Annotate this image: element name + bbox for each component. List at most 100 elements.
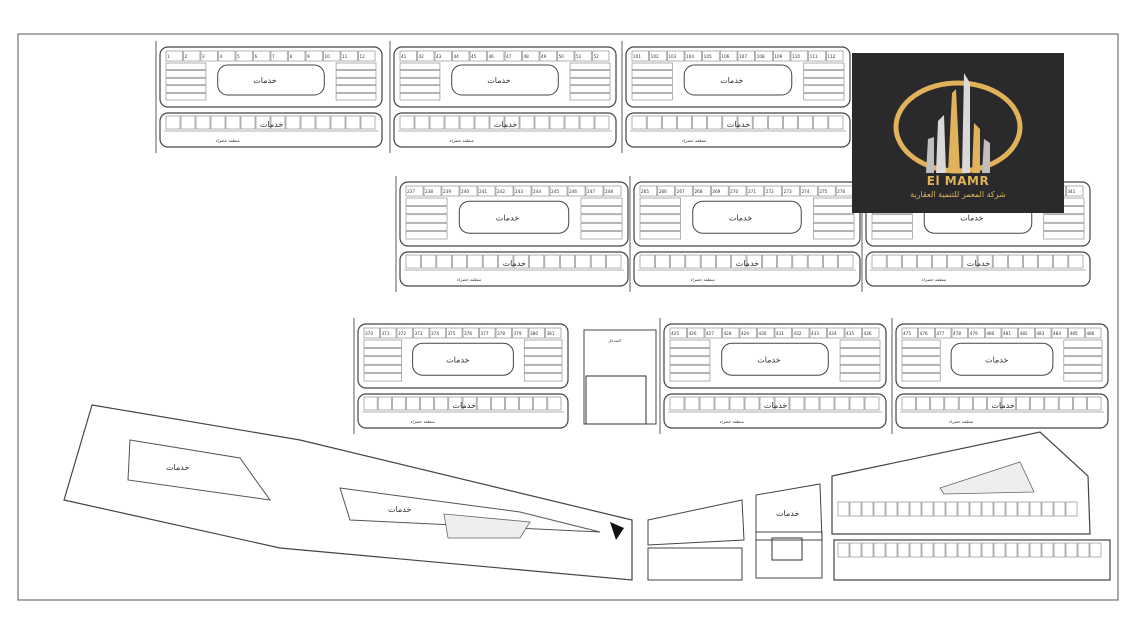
lot-number: 248	[605, 189, 613, 194]
lot-number: 2	[185, 54, 188, 59]
lot-number: 269	[712, 189, 720, 194]
lot-number: 12	[360, 54, 366, 59]
lot-number: 245	[551, 189, 559, 194]
services-label: خدمات	[776, 509, 799, 518]
services-label: خدمات	[729, 213, 752, 222]
lot-number: 476	[920, 331, 928, 336]
lot-number: 376	[464, 331, 472, 336]
lot-number: 11	[342, 54, 348, 59]
lot-number: 108	[757, 54, 765, 59]
lot-number: 373	[415, 331, 423, 336]
lot-number: 378	[497, 331, 505, 336]
lot-number: 7	[272, 54, 275, 59]
lot-number: 372	[398, 331, 406, 336]
lot-number: 52	[594, 54, 600, 59]
lot-number: 46	[489, 54, 495, 59]
lot-number: 370	[365, 331, 373, 336]
lot-number: 426	[689, 331, 697, 336]
lot-number: 268	[695, 189, 703, 194]
lot-number: 6	[255, 54, 258, 59]
logo-subtitle: شركة المعمر للتنمية العقارية	[910, 190, 1006, 199]
services-label: خدمات	[757, 355, 780, 364]
lot-number: 427	[706, 331, 714, 336]
lot-number: 481	[1003, 331, 1011, 336]
lot-number: 375	[448, 331, 456, 336]
services-label: خدمات	[260, 120, 283, 129]
lot-number: 484	[1053, 331, 1061, 336]
services-label: خدمات	[960, 213, 983, 222]
lot-number: 374	[431, 331, 439, 336]
services-label: خدمات	[496, 213, 519, 222]
lot-number: 238	[425, 189, 433, 194]
entrance-label: المدخل	[608, 338, 621, 343]
lot-number: 43	[436, 54, 442, 59]
lot-number: 482	[1020, 331, 1028, 336]
lot-number: 380	[530, 331, 538, 336]
lot-number: 266	[659, 189, 667, 194]
services-label: خدمات	[727, 120, 750, 129]
lot-number: 104	[686, 54, 694, 59]
lot-number: 112	[827, 54, 835, 59]
lot-number: 265	[641, 189, 649, 194]
lot-number: 272	[766, 189, 774, 194]
services-label: خدمات	[967, 259, 990, 268]
lot-number: 48	[524, 54, 530, 59]
lot-number: 485	[1070, 331, 1078, 336]
lot-number: 1	[167, 54, 170, 59]
lot-number: 431	[776, 331, 784, 336]
lot-number: 483	[1036, 331, 1044, 336]
lot-number: 486	[1086, 331, 1094, 336]
services-label: خدمات	[446, 355, 469, 364]
lot-number: 110	[792, 54, 800, 59]
lot-number: 428	[724, 331, 732, 336]
lot-number: 49	[541, 54, 547, 59]
lot-number: 425	[671, 331, 679, 336]
lot-number: 341	[1067, 189, 1075, 194]
lot-number: 102	[651, 54, 659, 59]
plan-block: 370 371 372 373 374 375 376 377 378 379 380 381 خدما…	[353, 318, 569, 434]
lot-number: 433	[811, 331, 819, 336]
green-area-label: منطقة خضراء	[682, 138, 706, 143]
lot-number: 103	[668, 54, 676, 59]
services-label: خدمات	[503, 259, 526, 268]
lot-number: 247	[587, 189, 595, 194]
lot-number: 371	[382, 331, 390, 336]
entrance-structure: المدخل	[583, 329, 657, 425]
green-area-label: منطقة خضراء	[216, 138, 240, 143]
lot-number: 9	[307, 54, 310, 59]
services-label: خدمات	[494, 120, 517, 129]
services-label: خدمات	[991, 401, 1014, 410]
services-label: خدمات	[764, 401, 787, 410]
lot-number: 8	[290, 54, 293, 59]
lot-number: 270	[730, 189, 738, 194]
lot-number: 275	[819, 189, 827, 194]
lot-number: 4	[220, 54, 223, 59]
lot-number: 10	[325, 54, 331, 59]
lot-number: 109	[774, 54, 782, 59]
lot-number: 41	[401, 54, 407, 59]
green-area-label: منطقة خضراء	[691, 277, 715, 282]
green-area-label: منطقة خضراء	[411, 419, 435, 424]
lot-number: 237	[407, 189, 415, 194]
lot-number: 377	[481, 331, 489, 336]
lot-number: 240	[461, 189, 469, 194]
lot-number: 479	[970, 331, 978, 336]
services-label: خدمات	[166, 463, 189, 472]
lot-number: 241	[479, 189, 487, 194]
services-label: خدمات	[253, 76, 276, 85]
lot-number: 267	[677, 189, 685, 194]
lot-number: 273	[784, 189, 792, 194]
bottom-section: خدمات خدمات خدمات	[63, 404, 1111, 581]
lot-number: 107	[739, 54, 747, 59]
lot-number: 381	[547, 331, 555, 336]
lot-number: 379	[514, 331, 522, 336]
services-label: خدمات	[985, 355, 1008, 364]
services-label: خدمات	[388, 505, 411, 514]
lot-number: 434	[829, 331, 837, 336]
